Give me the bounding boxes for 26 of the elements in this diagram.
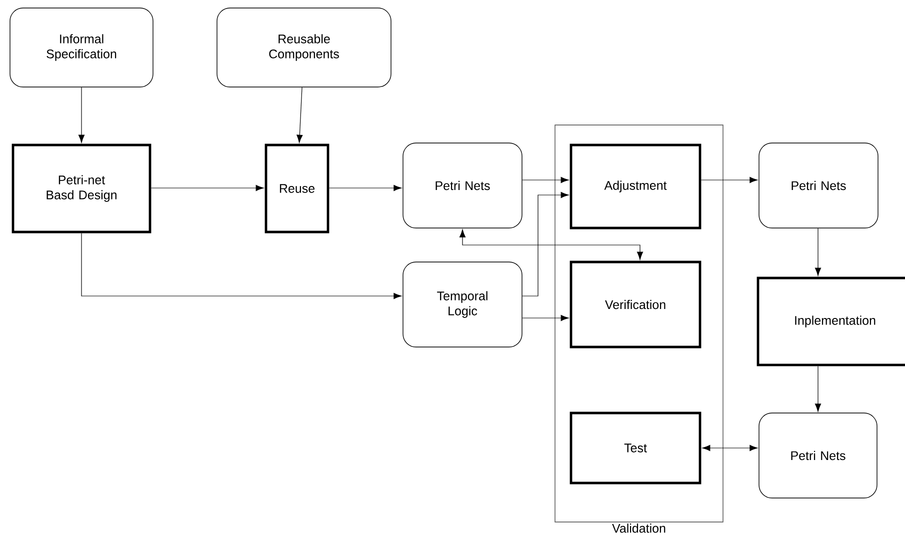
- process-box: Inplementation: [756, 276, 905, 366]
- process-box: Reuse: [264, 144, 330, 234]
- rounded-box: Informal Specification: [10, 8, 154, 88]
- rounded-box: Petri Nets: [758, 142, 878, 228]
- arrow: [296, 87, 303, 143]
- rounded-box: Petri Nets: [402, 142, 522, 228]
- rounded-box: Temporal Logic: [402, 262, 522, 348]
- process-box: Adjustment: [570, 144, 702, 230]
- rounded-box: Petri Nets: [758, 412, 878, 498]
- arrow: [328, 184, 402, 192]
- arrow: [78, 87, 85, 143]
- process-box: Petri-net Basd Design: [12, 144, 152, 234]
- node-label: Validation: [612, 524, 666, 533]
- arrow: [814, 366, 822, 412]
- arrow: [459, 229, 644, 260]
- arrow: [150, 184, 264, 192]
- arrow: [522, 192, 569, 296]
- rounded-box: Reusable Components: [216, 8, 392, 88]
- arrow: [522, 314, 569, 322]
- arrow: [702, 444, 758, 452]
- process-box: Verification: [570, 260, 702, 348]
- arrow: [81, 232, 402, 300]
- arrow: [522, 176, 569, 184]
- arrow: [814, 228, 822, 276]
- arrow: [700, 176, 758, 184]
- process-box: Test: [570, 412, 702, 484]
